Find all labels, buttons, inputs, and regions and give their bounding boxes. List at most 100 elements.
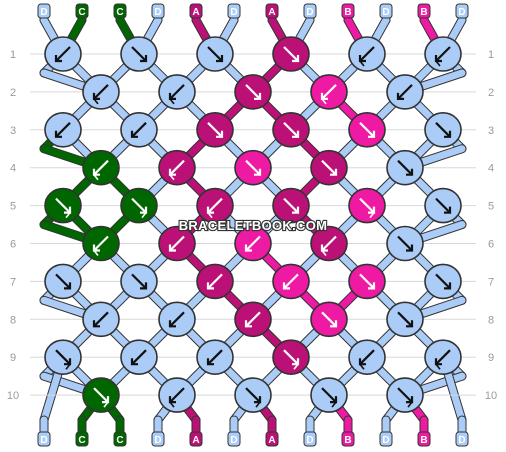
knot — [386, 149, 424, 186]
knot — [272, 339, 310, 376]
string-label-top: C — [75, 3, 89, 19]
string-label-bottom: D — [379, 431, 393, 447]
knot-arrow-head — [444, 282, 452, 290]
string-label-bottom-text: D — [382, 435, 389, 446]
knot — [234, 377, 272, 413]
knot-arrow-shaft — [131, 197, 147, 214]
knot-arrow-shaft — [321, 235, 337, 252]
knot — [386, 301, 424, 338]
knot-arrow-shaft — [245, 235, 261, 252]
string-label-top-bg — [227, 3, 241, 19]
knot-arrow-shaft — [283, 197, 299, 214]
knot — [196, 339, 234, 376]
row-label-right: 5 — [488, 201, 494, 213]
knot — [158, 149, 196, 186]
knot-arrow-hook — [93, 174, 99, 181]
string-label-bottom: A — [189, 431, 203, 447]
knot-arrow-hook — [93, 98, 99, 105]
knot-arrow-shaft — [321, 84, 337, 100]
string-label-bottom: D — [455, 431, 469, 447]
knot-arrow-hook — [359, 60, 365, 67]
knot-arrow-hook — [321, 250, 327, 256]
knot-arrow-shaft — [55, 122, 71, 138]
row-label-right: 3 — [488, 125, 494, 137]
string-label-top: D — [151, 3, 165, 19]
knot-arrow-head — [368, 282, 376, 290]
knot — [310, 149, 348, 186]
knot-arrow-shaft — [283, 349, 299, 365]
knot-layer — [44, 36, 462, 413]
row-label-left: 8 — [10, 314, 16, 326]
knot-arrow-shaft — [169, 387, 185, 403]
knot-arrow-hook — [359, 363, 365, 370]
knot-arrow-hook — [207, 212, 213, 219]
row-label-right: 10 — [485, 390, 497, 402]
string-label-top-bg — [341, 3, 355, 19]
knot-arrow-shaft — [207, 46, 223, 62]
knot — [348, 339, 386, 376]
knot-arrow-shaft — [435, 122, 451, 138]
string-label-bottom-text: D — [40, 435, 47, 446]
string-label-top: D — [379, 3, 393, 19]
knot-arrow-head — [406, 320, 414, 328]
knot-arrow-head — [330, 168, 338, 176]
knot — [310, 74, 348, 110]
knot — [272, 36, 310, 72]
row-label-left: 5 — [10, 201, 16, 213]
string-label-bottom: A — [265, 431, 279, 447]
knot-arrow-hook — [93, 250, 99, 256]
knot-arrow-shaft — [93, 311, 109, 328]
row-label-left: 3 — [10, 125, 16, 137]
knot — [44, 112, 82, 148]
knot — [82, 149, 120, 186]
knot-arrow-shaft — [359, 122, 375, 138]
knot — [44, 263, 82, 300]
knot-arrow-head — [206, 282, 214, 290]
knot-arrow-head — [168, 244, 176, 252]
knot — [158, 301, 196, 338]
string-label-top-text: D — [154, 7, 161, 18]
knot — [272, 112, 310, 148]
string-label-top-text: C — [116, 7, 123, 18]
string-label-top-bg — [113, 3, 127, 19]
row-label-right: 2 — [488, 87, 494, 99]
knot — [348, 263, 386, 300]
string-label-bottom-bg — [189, 431, 203, 447]
knot — [158, 225, 196, 262]
knot-arrow-head — [254, 92, 262, 101]
knot — [120, 36, 158, 72]
knot-arrow-shaft — [245, 387, 261, 403]
knot-arrow-shaft — [93, 387, 109, 403]
knot-arrow-head — [444, 206, 452, 214]
knot-arrow-shaft — [207, 349, 223, 365]
knot-arrow-shaft — [55, 197, 71, 214]
knot-arrow-shaft — [359, 273, 375, 290]
knot-arrow-head — [92, 320, 100, 328]
string-label-top-text: D — [382, 7, 389, 18]
knot-arrow-shaft — [169, 84, 185, 100]
string-label-top: D — [227, 3, 241, 19]
string-label-bottom-bg — [379, 431, 393, 447]
knot — [310, 225, 348, 262]
knot-arrow-hook — [65, 212, 71, 219]
knot — [348, 112, 386, 148]
knot-arrow-hook — [65, 363, 71, 370]
string-label-top: D — [303, 3, 317, 19]
string-label-top-text: D — [230, 7, 237, 18]
string-label-bottom: D — [151, 431, 165, 447]
knot-arrow-hook — [103, 401, 109, 408]
knot-arrow-shaft — [55, 349, 71, 365]
knot — [196, 263, 234, 300]
knot — [310, 377, 348, 413]
knot — [158, 377, 196, 413]
string-label-bottom-text: A — [192, 435, 199, 446]
knot-arrow-head — [406, 244, 414, 252]
string-label-top-text: D — [458, 7, 465, 18]
knot-arrow-shaft — [283, 273, 299, 290]
knot-arrow-shaft — [55, 273, 71, 290]
string-label-bottom: D — [227, 431, 241, 447]
row-label-left: 6 — [10, 239, 16, 251]
string-label-top-text: B — [420, 7, 427, 18]
knot-arrow-head — [406, 168, 414, 176]
